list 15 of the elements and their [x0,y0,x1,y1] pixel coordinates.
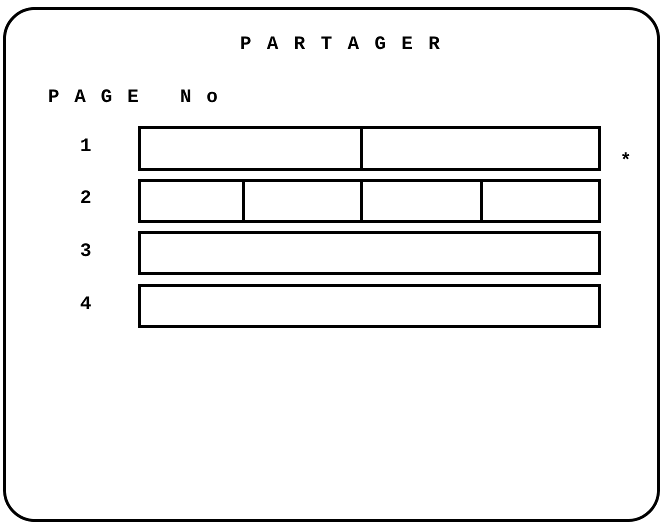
row-label: * [620,152,632,171]
row-label: 3 [80,242,92,261]
input-field [138,126,363,171]
input-field [138,179,245,223]
input-field [360,179,483,223]
row-label: 1 [80,137,92,156]
input-field [480,179,601,223]
input-field [360,126,601,171]
row-label: 4 [80,295,92,314]
row-label: 2 [80,189,92,208]
page-number-label: PAGE No [48,88,233,107]
input-field [242,179,363,223]
input-field [138,231,601,275]
title: PARTAGER [240,35,456,54]
input-field [138,284,601,328]
